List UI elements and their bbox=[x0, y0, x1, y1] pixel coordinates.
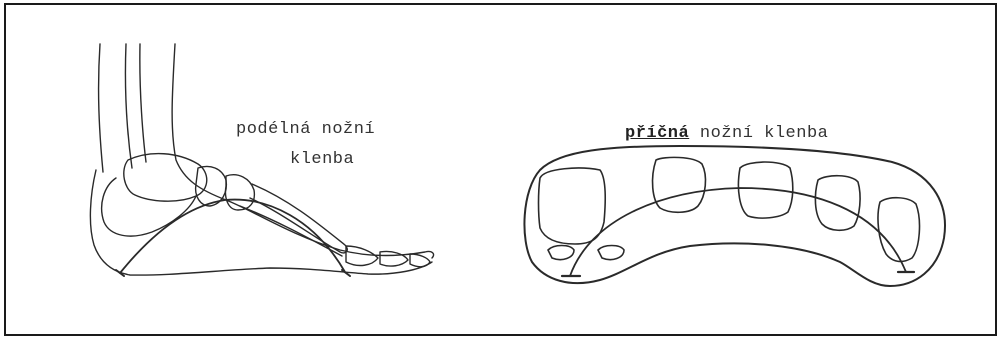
bone-2 bbox=[653, 157, 706, 212]
bone-3 bbox=[738, 162, 792, 218]
bone-5 bbox=[878, 198, 919, 262]
transverse-arch-label-rest: nožní klenba bbox=[700, 124, 828, 143]
transverse-arch-label: příčná nožní klenba bbox=[625, 124, 828, 143]
longitudinal-arch-label-line1: podélná nožní bbox=[236, 120, 375, 139]
longitudinal-arch-label-line2: klenba bbox=[290, 150, 354, 169]
transverse-arch-label-bold: příčná bbox=[625, 124, 689, 143]
sesamoid-1 bbox=[548, 246, 574, 260]
bone-1 bbox=[539, 168, 606, 244]
sesamoid-2 bbox=[598, 246, 624, 260]
transverse-arch-curve bbox=[570, 188, 906, 276]
bone-4 bbox=[815, 176, 860, 231]
outer-outline bbox=[524, 146, 945, 286]
